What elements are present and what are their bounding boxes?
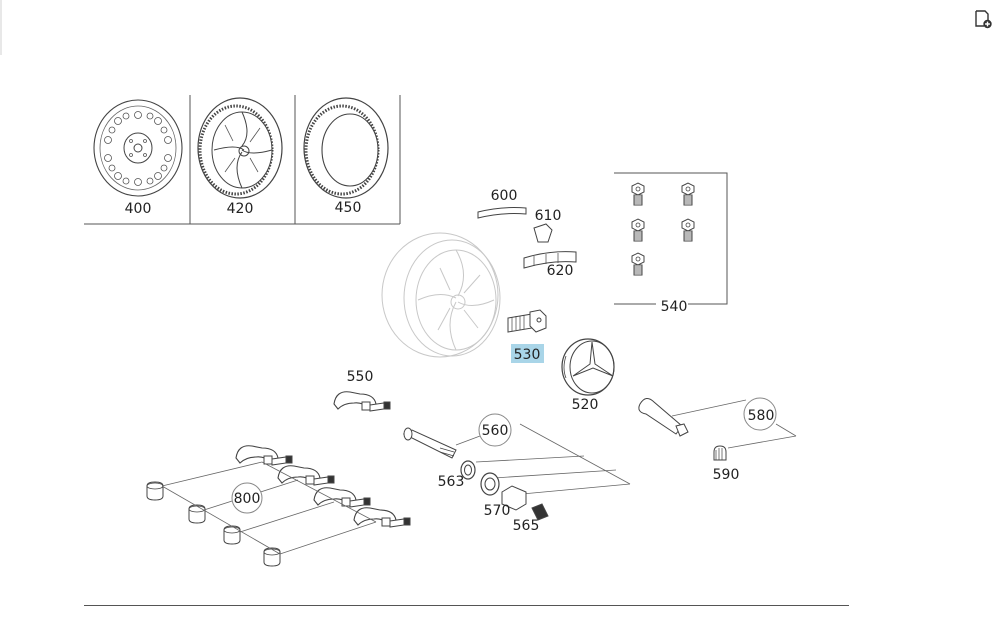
part-530-bolt[interactable]	[507, 309, 547, 333]
callout-circle-580	[743, 397, 777, 431]
part-label-620: 620	[547, 263, 574, 279]
part-550-pressure-sensor[interactable]	[333, 391, 391, 412]
part-label-800: 800	[234, 491, 261, 507]
part-label-590: 590	[713, 467, 740, 483]
part-580-rubber-valve[interactable]	[638, 398, 689, 437]
part-563-washer[interactable]	[460, 460, 476, 480]
part-label-530: 530	[514, 347, 541, 363]
part-560-valve-set[interactable]	[402, 427, 457, 459]
part-label-600: 600	[491, 188, 518, 204]
part-450-tire[interactable]	[303, 97, 389, 199]
part-label-565: 565	[513, 518, 540, 534]
part-520-hub-cap[interactable]	[561, 338, 615, 396]
wheel-reference-table	[84, 95, 401, 225]
part-label-610: 610	[535, 208, 562, 224]
rim-outline	[381, 232, 501, 358]
part-590-valve-cap[interactable]	[713, 445, 727, 461]
part-600-balance-weight[interactable]	[477, 207, 527, 219]
part-label-563: 563	[438, 474, 465, 490]
part-420-complete-wheel[interactable]	[197, 97, 283, 199]
left-edge-divider	[0, 0, 2, 55]
part-label-420: 420	[227, 201, 254, 217]
part-540-wheel-bolts[interactable]	[614, 172, 728, 305]
part-label-560: 560	[482, 423, 509, 439]
leader-lines-560	[455, 423, 631, 495]
part-565-valve-core[interactable]	[531, 503, 549, 521]
highlight-530	[511, 344, 544, 363]
part-label-400: 400	[125, 201, 152, 217]
leader-lines-580	[671, 399, 797, 449]
part-800-sensor-kit[interactable]	[146, 445, 411, 567]
part-label-550: 550	[347, 369, 374, 385]
part-label-450: 450	[335, 200, 362, 216]
part-610-clip[interactable]	[533, 223, 553, 243]
part-400-steel-wheel[interactable]	[93, 99, 183, 197]
part-label-540: 540	[661, 299, 688, 315]
page-add-icon	[975, 10, 992, 29]
part-label-520: 520	[572, 397, 599, 413]
part-label-580: 580	[748, 408, 775, 424]
callout-circle-560	[478, 413, 512, 447]
add-to-list-button[interactable]	[972, 8, 994, 30]
part-label-570: 570	[484, 503, 511, 519]
callout-circle-800	[231, 482, 263, 514]
bottom-divider	[84, 605, 849, 606]
part-570-nut[interactable]	[480, 472, 527, 511]
part-620-adhesive-weight[interactable]	[523, 251, 577, 269]
